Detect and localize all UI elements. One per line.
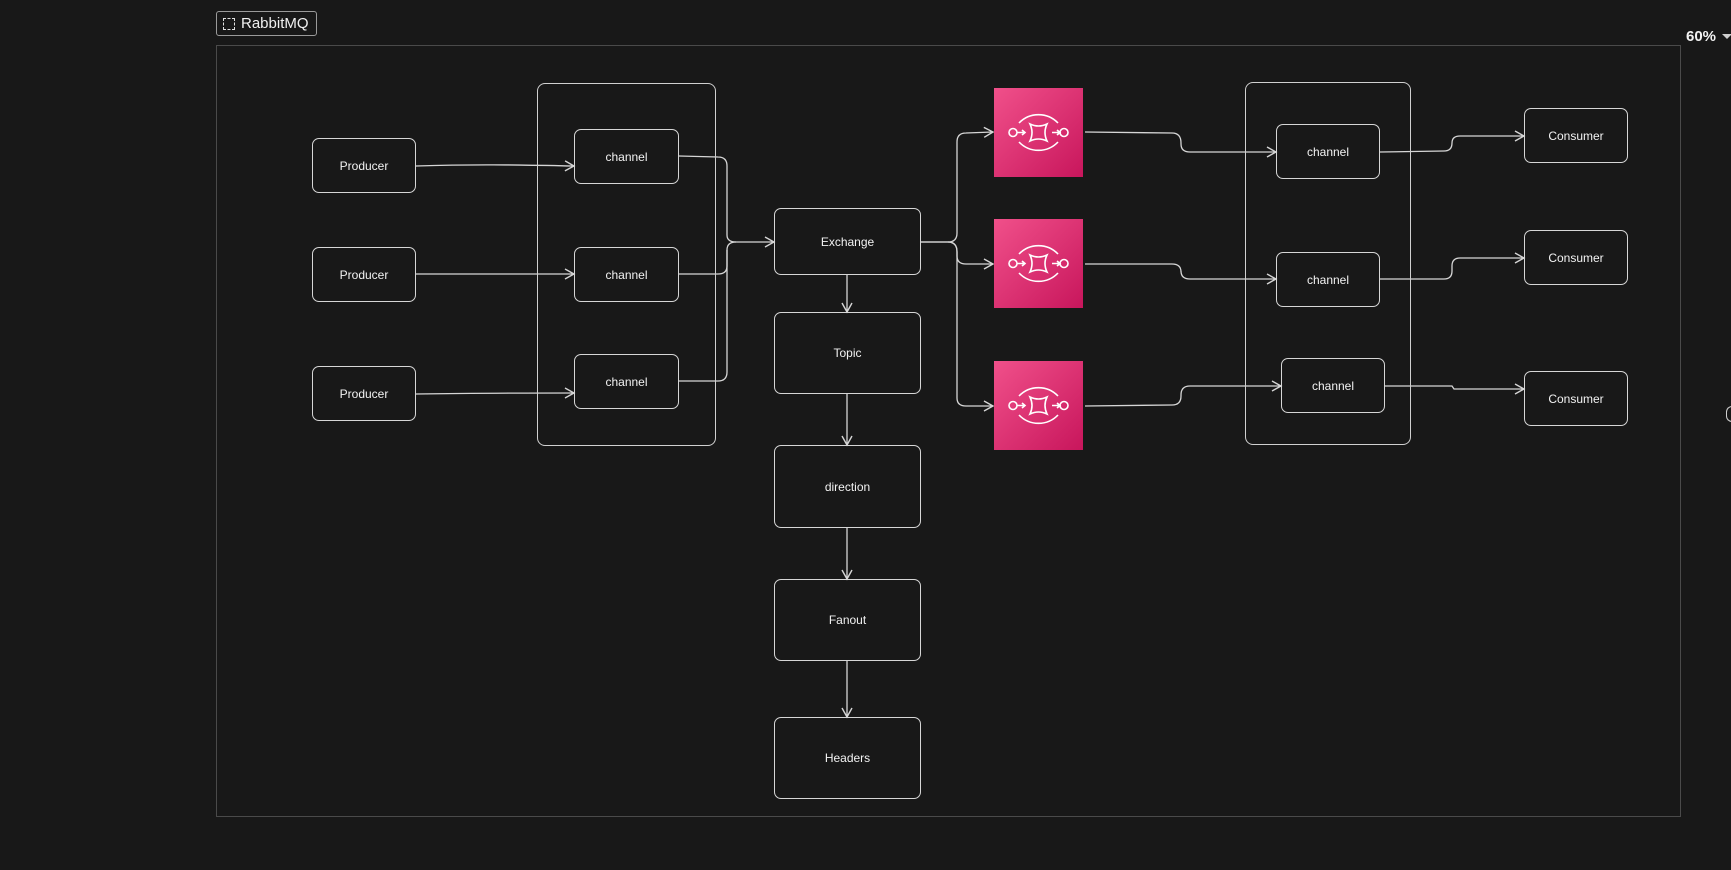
queue-node[interactable] [994,88,1083,177]
left-channel-group[interactable] [537,83,716,446]
right-channel-group[interactable] [1245,82,1411,445]
channel-label: channel [605,149,648,164]
exchange-type-headers[interactable]: Headers [774,717,921,799]
channel-label: channel [1311,378,1355,393]
producer-label: Producer [339,386,389,401]
channel-label: channel [605,374,648,389]
exchange-node[interactable]: Exchange [774,208,921,275]
consumer-node[interactable]: Consumer [1524,230,1628,285]
channel-label: channel [1306,272,1350,287]
frame-title: RabbitMQ [241,15,309,32]
chevron-down-icon [1722,34,1731,39]
channel-node[interactable]: channel [1276,124,1380,179]
consumer-node[interactable]: Consumer [1524,108,1628,163]
offscreen-element-edge [1726,406,1731,422]
consumer-node[interactable]: Consumer [1524,371,1628,426]
exchange-type-topic[interactable]: Topic [774,312,921,394]
exchange-type-direction[interactable]: direction [774,445,921,528]
queue-node[interactable] [994,361,1083,450]
channel-node[interactable]: channel [574,247,679,302]
exchange-type-fanout[interactable]: Fanout [774,579,921,661]
zoom-level: 60% [1686,28,1717,45]
channel-node[interactable]: channel [574,129,679,184]
frame-border [216,45,1681,817]
exchange-label: Exchange [820,234,875,249]
consumer-label: Consumer [1548,128,1604,143]
exchange-type-label: Topic [833,346,862,360]
frame-icon [223,17,235,30]
channel-label: channel [1306,144,1350,159]
producer-label: Producer [339,158,389,173]
queue-icon [1008,386,1069,425]
producer-label: Producer [339,267,389,282]
producer-node[interactable]: Producer [312,247,416,302]
channel-node[interactable]: channel [574,354,679,409]
frame-label[interactable]: RabbitMQ [216,11,317,36]
channel-label: channel [605,267,648,282]
zoom-control[interactable]: 60% [1686,28,1731,45]
exchange-type-label: direction [824,479,871,494]
channel-node[interactable]: channel [1281,358,1385,413]
channel-node[interactable]: channel [1276,252,1380,307]
queue-icon [1008,244,1069,283]
consumer-label: Consumer [1548,250,1604,265]
exchange-type-label: Headers [824,751,871,765]
queue-node[interactable] [994,219,1083,308]
producer-node[interactable]: Producer [312,138,416,193]
producer-node[interactable]: Producer [312,366,416,421]
queue-icon [1008,113,1069,152]
consumer-label: Consumer [1548,391,1604,406]
exchange-type-label: Fanout [828,613,867,627]
